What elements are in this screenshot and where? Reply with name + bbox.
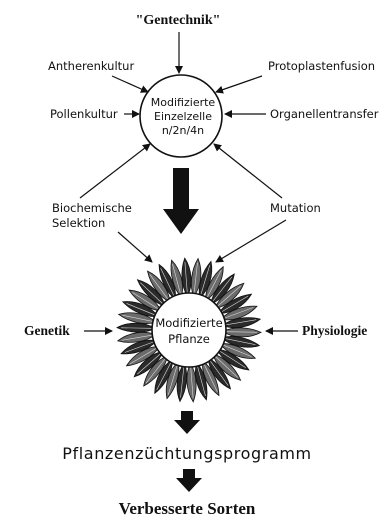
arrow-biochem-to-cell: [80, 144, 150, 198]
program-label: Pflanzenzüchtungsprogramm: [62, 444, 311, 463]
selektion-label: Selektion: [52, 216, 105, 230]
arrow-biochem-to-plant: [118, 232, 152, 262]
plant-text-line1: Modifizierte: [155, 316, 222, 330]
result-label: Verbesserte Sorten: [119, 499, 256, 518]
arrow-program-to-result: [176, 469, 202, 492]
mutation-label: Mutation: [270, 201, 321, 215]
physiologie-label: Physiologie: [302, 323, 367, 338]
arrow-protoplast: [216, 76, 262, 92]
pollenkultur-label: Pollenkultur: [50, 107, 118, 121]
plant-circle: [152, 293, 226, 367]
gentechnik-label: "Gentechnik": [136, 13, 221, 28]
genetik-label: Genetik: [24, 323, 70, 338]
biochemische-label: Biochemische: [52, 201, 132, 215]
arrow-mutation-to-cell: [214, 144, 282, 198]
cell-text-line1: Modifizierte: [151, 96, 216, 109]
protoplastenfusion-label: Protoplastenfusion: [268, 59, 375, 73]
big-arrow-cell-to-plant: [163, 168, 199, 234]
plant-text-line2: Pflanze: [168, 332, 210, 346]
arrow-plant-to-program: [174, 411, 200, 434]
cell-text-line3: n/2n/4n: [162, 124, 204, 137]
antherenkultur-label: Antherenkultur: [48, 59, 134, 73]
arrow-antheren: [112, 76, 148, 92]
organellentransfer-label: Organellentransfer: [270, 107, 379, 121]
cell-text-line2: Einzelzelle: [154, 110, 212, 123]
arrow-mutation-to-plant: [216, 220, 286, 262]
